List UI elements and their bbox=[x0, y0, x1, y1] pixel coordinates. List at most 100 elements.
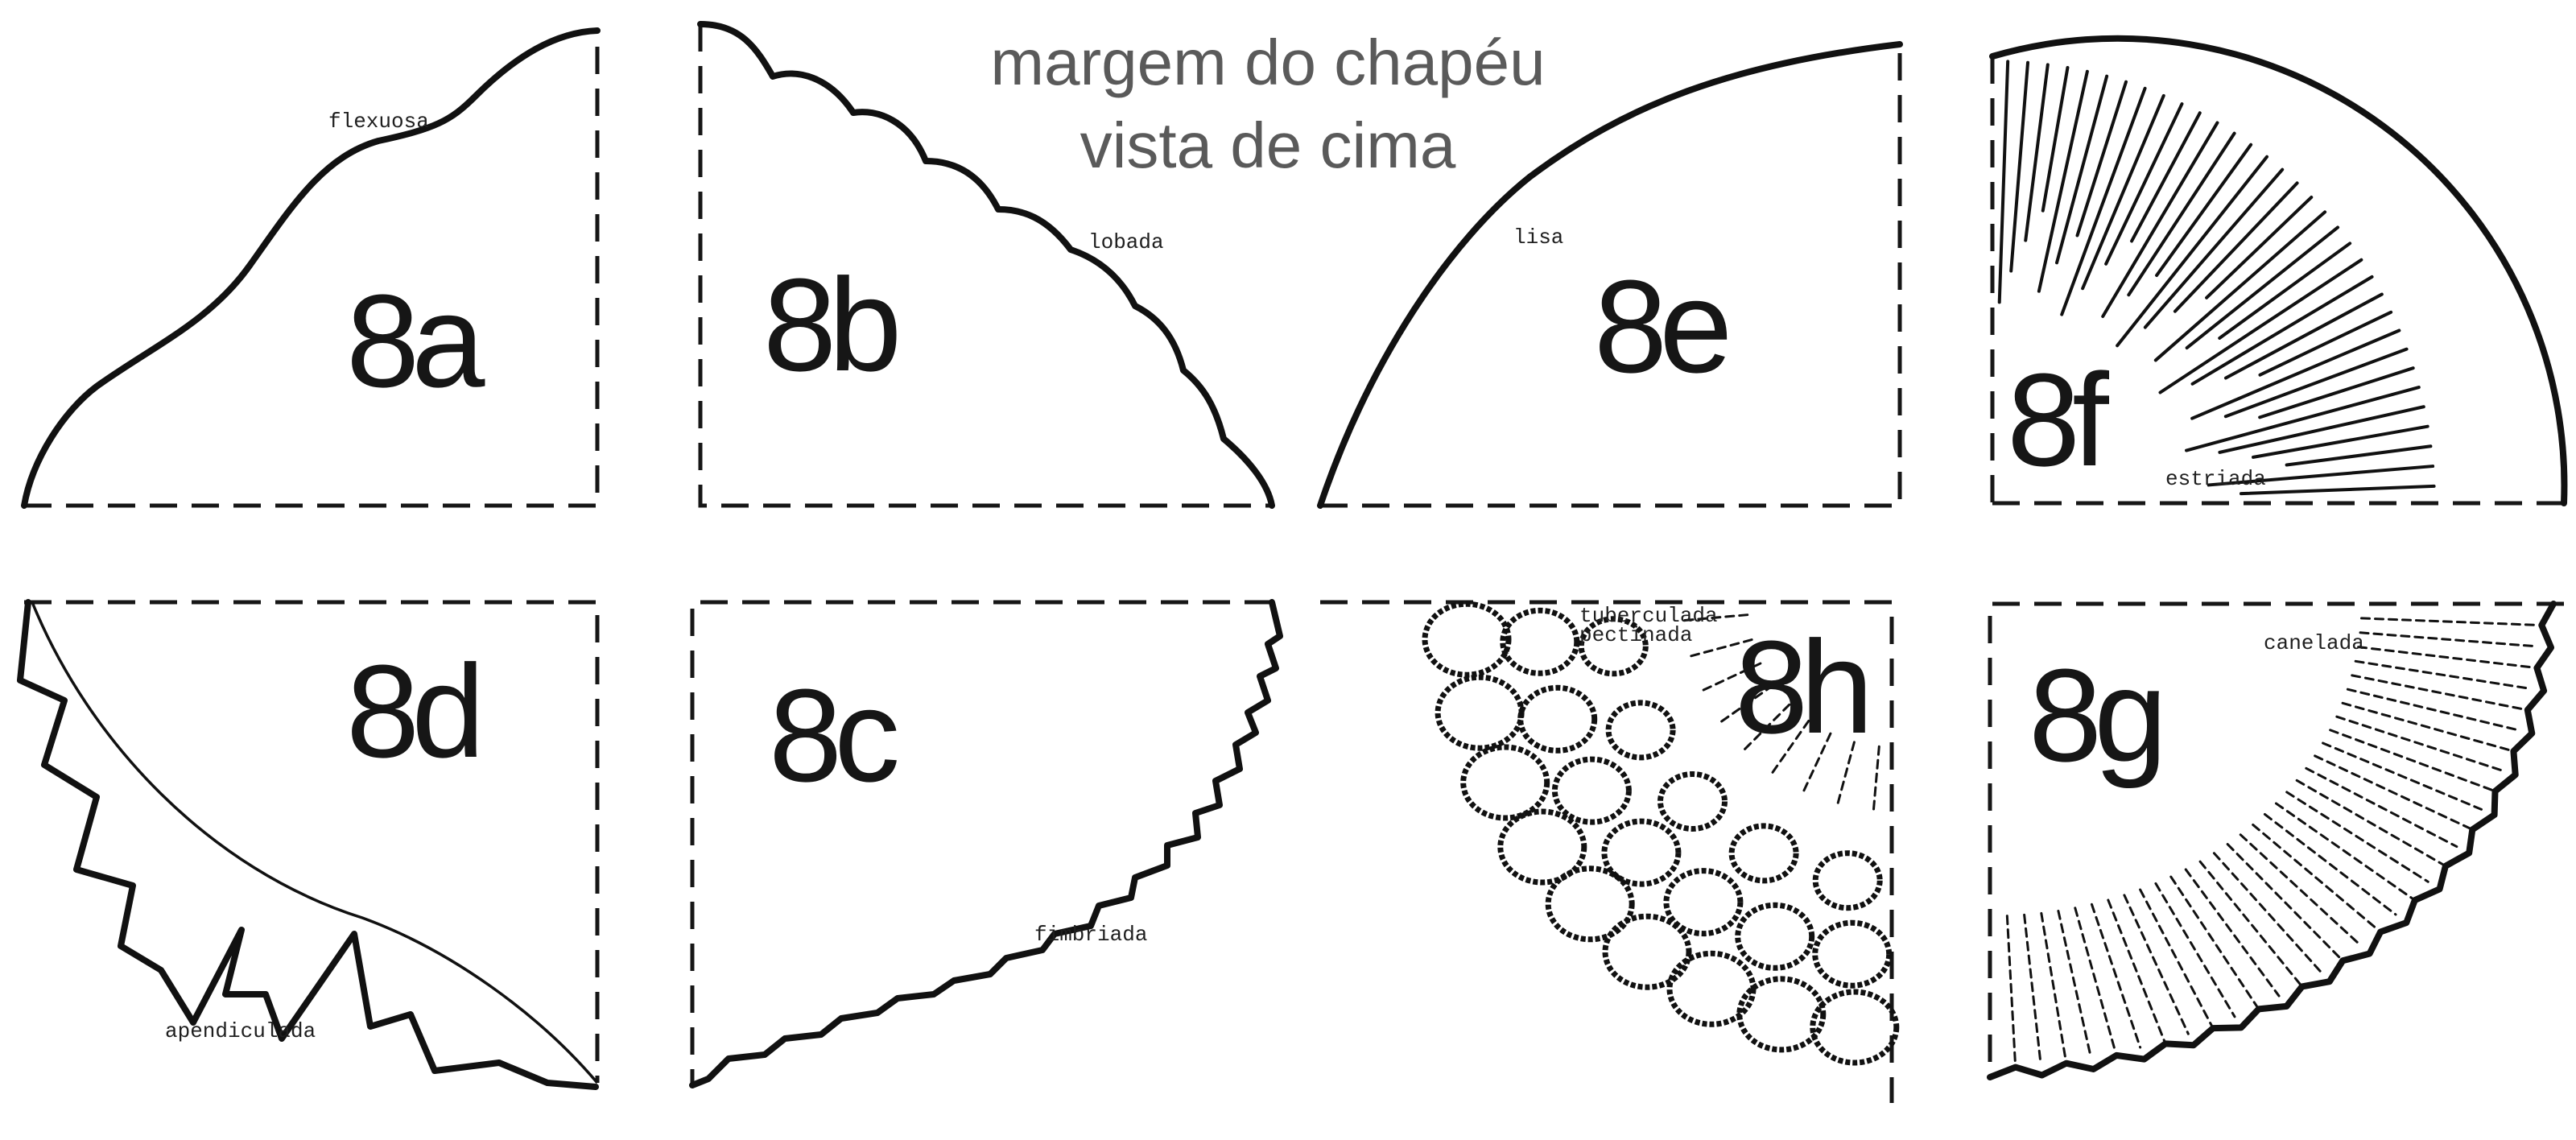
figure-8h-tubercle bbox=[1736, 976, 1827, 1053]
figure-8h-tubercle bbox=[1812, 850, 1883, 911]
figure-8f-stria bbox=[2158, 258, 2363, 394]
figure-8g-furrow bbox=[2346, 688, 2520, 732]
figure-8g-furrows bbox=[2005, 617, 2540, 1066]
figure-8h-frame bbox=[1320, 600, 1894, 1103]
figure-8c-margin-outline bbox=[689, 599, 1283, 1088]
figure-8b-term: lobada bbox=[1088, 230, 1164, 254]
figure-8h-tubercle bbox=[1578, 616, 1649, 677]
figure-8g-furrow bbox=[2314, 754, 2471, 830]
figure-8g-canelada: 8g canelada bbox=[1987, 601, 2564, 1080]
figure-8b-frame bbox=[698, 24, 1272, 508]
figure-8h-pectinate-rays bbox=[1682, 613, 1880, 812]
figure-8f-stria bbox=[2239, 484, 2436, 496]
figure-8d-term: apendiculada bbox=[165, 1019, 316, 1043]
figure-8f-stria bbox=[2218, 242, 2352, 340]
figure-8a-frame bbox=[24, 31, 600, 508]
figure-8f-stria bbox=[2207, 465, 2435, 487]
figure-8g-margin-outline bbox=[1987, 601, 2557, 1080]
figure-8f-stria bbox=[2081, 93, 2165, 291]
figure-8f-stria bbox=[2155, 142, 2253, 278]
diagram-title: margem do chapéu vista de cima bbox=[990, 27, 1545, 181]
figure-8d-label: 8d bbox=[346, 638, 477, 785]
figure-8f-stria bbox=[2153, 210, 2327, 362]
figure-8f-stria bbox=[2104, 102, 2184, 266]
figure-8f-stria bbox=[2173, 181, 2299, 313]
figure-8h-tubercles bbox=[1422, 601, 1900, 1066]
figure-8h-tubercle bbox=[1663, 868, 1744, 937]
figure-8h-tubercle bbox=[1460, 744, 1550, 821]
figure-8g-furrow bbox=[2005, 915, 2017, 1066]
figure-8e-frame bbox=[1320, 44, 1902, 508]
figure-8h-tubercle bbox=[1812, 919, 1893, 989]
figure-8h-tubercle bbox=[1500, 607, 1580, 676]
figure-8g-term: canelada bbox=[2264, 631, 2364, 655]
figure-8f-stria bbox=[2285, 444, 2433, 467]
figure-8h-pectinate-ray bbox=[1719, 684, 1775, 724]
figure-8g-furrow bbox=[2252, 823, 2380, 931]
figure-8g-furrow bbox=[2040, 911, 2067, 1062]
figure-8g-furrow bbox=[2139, 888, 2213, 1027]
figure-8f-margin-outline bbox=[1989, 35, 2568, 506]
figure-8g-furrow bbox=[2074, 907, 2117, 1055]
figure-8f-stria bbox=[2060, 86, 2147, 316]
figure-8h-tubercle bbox=[1435, 674, 1525, 751]
figure-8a-margin-outline bbox=[21, 27, 601, 509]
figure-8b-label: 8b bbox=[763, 251, 897, 399]
figure-8g-furrow bbox=[2090, 902, 2142, 1049]
figure-8f-stria bbox=[2075, 80, 2128, 238]
figure-8h-pectinate-ray bbox=[1770, 719, 1810, 775]
figure-8g-furrow bbox=[2341, 701, 2512, 752]
figure-8h-pectinate-ray bbox=[1700, 662, 1762, 692]
figure-8c-fimbriada: 8c fimbriada bbox=[689, 599, 1283, 1088]
figure-8e-term: lisa bbox=[1513, 225, 1563, 250]
figure-8g-furrow bbox=[2263, 812, 2397, 916]
figure-8e-label: 8e bbox=[1594, 253, 1727, 400]
figure-8g-furrow bbox=[2360, 617, 2540, 626]
figure-8g-furrow bbox=[2107, 898, 2166, 1043]
figure-8g-furrow bbox=[2305, 766, 2458, 849]
figure-8f-stria bbox=[2037, 69, 2089, 293]
figure-8c-label: 8c bbox=[769, 662, 897, 809]
figure-8h-tubercle bbox=[1545, 865, 1635, 943]
figure-8g-furrow bbox=[2123, 894, 2190, 1035]
figure-8h-tubercle bbox=[1728, 823, 1799, 884]
figure-8g-furrow bbox=[2274, 802, 2414, 900]
figure-8h-pectinate-ray bbox=[1688, 638, 1753, 658]
figure-8g-furrow bbox=[2357, 646, 2535, 669]
figure-8g-furrow bbox=[2154, 882, 2236, 1018]
figure-8f-stria bbox=[2223, 347, 2409, 419]
figure-8g-furrow bbox=[2023, 913, 2042, 1064]
title-line-1: margem do chapéu bbox=[990, 27, 1545, 98]
figure-8f-stria bbox=[2185, 386, 2421, 452]
figure-8c-frame bbox=[690, 600, 1272, 1085]
figure-8a-flexuosa: 8a flexuosa bbox=[21, 27, 601, 509]
figure-8g-furrow bbox=[2198, 860, 2301, 986]
figure-8b-lobada: 8b lobada bbox=[697, 21, 1275, 509]
figure-8f-stria bbox=[2205, 196, 2314, 299]
figure-8f-estriada: 8f estriada bbox=[1989, 35, 2568, 506]
figure-8f-stria bbox=[2185, 225, 2340, 350]
figure-8f-stria bbox=[2130, 111, 2202, 243]
figure-8h-tubercle bbox=[1735, 902, 1815, 971]
figure-8h-tubercle bbox=[1605, 700, 1676, 761]
figure-8g-furrow bbox=[2226, 843, 2343, 960]
figure-8h-tubercle bbox=[1810, 989, 1900, 1066]
figure-8a-label: 8a bbox=[346, 267, 485, 415]
figure-8g-furrow bbox=[2329, 729, 2494, 791]
figure-8f-stria bbox=[2101, 121, 2219, 318]
figure-8d-apendiculada: 8d apendiculada bbox=[17, 599, 600, 1090]
figure-8g-furrow bbox=[2184, 868, 2281, 998]
figure-8d-cap-edge bbox=[31, 601, 599, 1084]
figure-8h-tubercle bbox=[1657, 771, 1728, 832]
figure-8f-stria bbox=[2024, 63, 2050, 242]
figure-8g-label: 8g bbox=[2029, 642, 2159, 789]
figure-8h-term-pectinada: pectinada bbox=[1579, 623, 1692, 647]
figure-8e-lisa: 8e lisa bbox=[1317, 41, 1903, 509]
figure-8f-stria bbox=[2143, 167, 2285, 329]
figure-8f-stria bbox=[2116, 155, 2269, 348]
figure-8g-furrow bbox=[2322, 741, 2483, 811]
figure-8h-label: 8h bbox=[1735, 613, 1865, 761]
figure-8d-appendiculate-veil bbox=[17, 599, 599, 1090]
figure-8g-furrow bbox=[2359, 631, 2538, 648]
